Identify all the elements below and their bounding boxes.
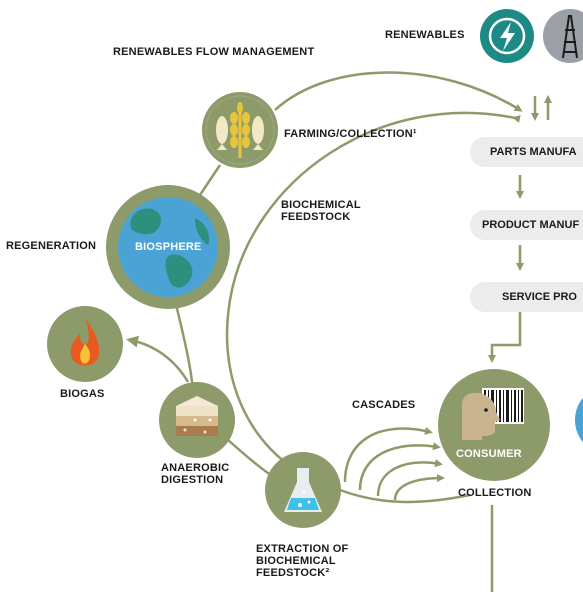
biochemical-feedstock-label-1: BIOCHEMICAL (281, 199, 361, 211)
flow-biosphere-anaerobic (173, 299, 195, 391)
stage-label: PARTS MANUFA (490, 146, 577, 158)
stage-service-provider: SERVICE PRO (470, 282, 583, 312)
biogas-node (47, 306, 123, 382)
right-edge-circle (575, 397, 583, 443)
fish-icon-right (252, 116, 264, 144)
stage-product-manufacturing: PRODUCT MANUF (470, 210, 583, 240)
flow-lines (126, 71, 552, 592)
extraction-node (265, 452, 341, 528)
stage-label: SERVICE PRO (502, 291, 577, 303)
oil-derrick-icon (562, 15, 578, 59)
anaerobic-label-2: DIGESTION (161, 474, 224, 486)
consumer-node (438, 369, 550, 481)
cascade-1 (343, 426, 433, 483)
extraction-label-1: EXTRACTION OF (256, 543, 349, 555)
flow-biosphere-farming (198, 164, 222, 196)
biogas-label: BIOGAS (60, 388, 105, 400)
collection-label: COLLECTION (458, 487, 532, 499)
stage-label: PRODUCT MANUF (482, 219, 580, 231)
consumer-label: CONSUMER (456, 448, 522, 460)
farming-node (202, 92, 278, 168)
regeneration-label: REGENERATION (6, 240, 97, 252)
extraction-label-2: BIOCHEMICAL (256, 555, 336, 567)
flow-farming-parts (274, 71, 523, 112)
biosphere-label: BIOSPHERE (135, 241, 202, 253)
cascade-2 (358, 442, 441, 491)
lightning-icon (500, 22, 515, 51)
flow-biochemical-feedstock (225, 111, 521, 474)
lightning-ring (488, 17, 526, 55)
flow-anaerobic-biogas (126, 335, 190, 383)
biosphere-node (106, 185, 230, 309)
soil-layers-icon (176, 396, 218, 436)
head-barcode-icon (462, 388, 524, 440)
flask-icon (284, 468, 322, 512)
extraction-label-3: FEEDSTOCK² (256, 567, 330, 579)
fish-icon-left (216, 116, 228, 144)
cascade-4 (393, 474, 445, 501)
anaerobic-node (159, 382, 235, 458)
anaerobic-label-1: ANAEROBIC (161, 462, 230, 474)
farming-label: FARMING/COLLECTION¹ (284, 128, 417, 140)
diagram-title: RENEWABLES FLOW MANAGEMENT (113, 46, 315, 58)
cascade-3 (376, 459, 443, 497)
stage-parts-manufacturing: PARTS MANUFA (470, 137, 583, 167)
flame-icon (70, 318, 100, 366)
renewables-icons (480, 9, 583, 63)
flow-extraction-collection (339, 488, 471, 504)
arrow-service-consumer (488, 312, 522, 363)
biochemical-feedstock-label-2: FEEDSTOCK (281, 211, 351, 223)
renewables-label: RENEWABLES (385, 29, 465, 41)
cascades-label: CASCADES (352, 399, 416, 411)
wheat-icon (230, 102, 250, 158)
renewables-grey-circle (543, 9, 583, 63)
